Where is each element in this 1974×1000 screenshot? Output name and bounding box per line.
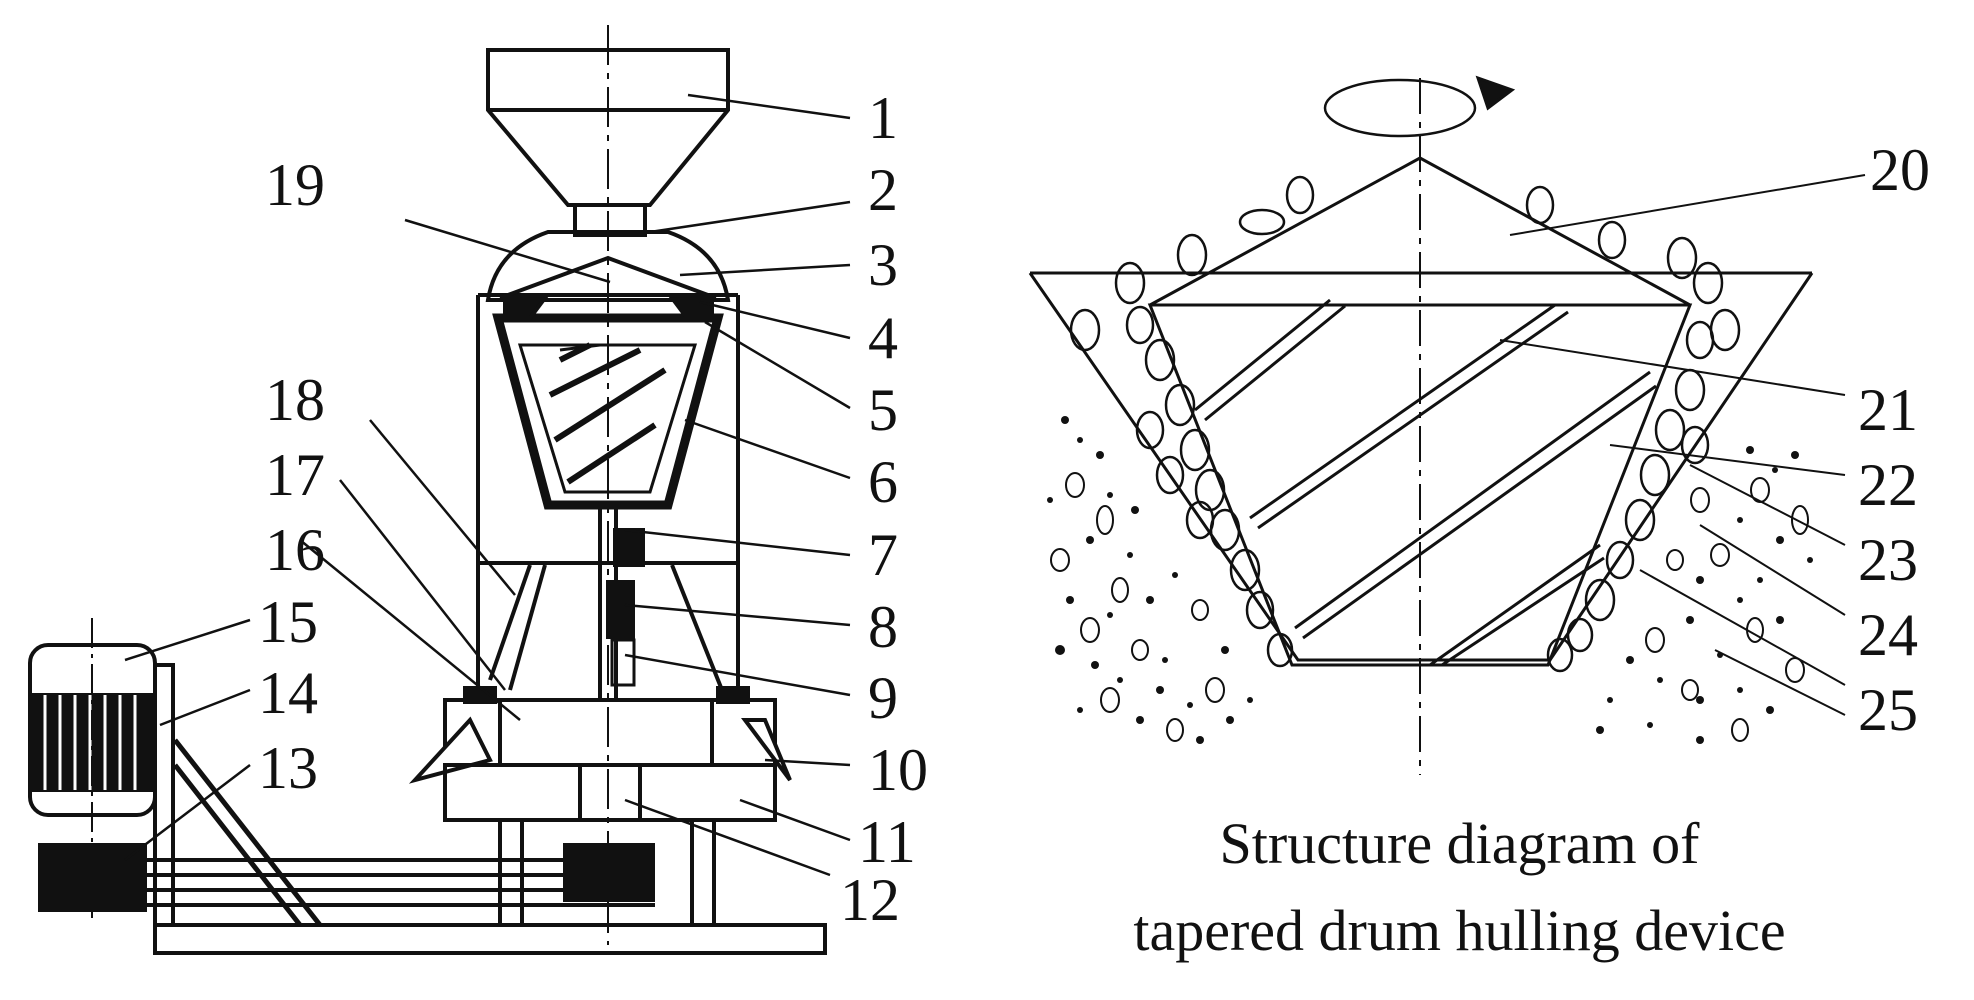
rotation-arrow-icon [1475,75,1516,111]
coupling [613,528,645,567]
callout-15: 15 [258,589,318,655]
callout-25: 25 [1858,677,1918,743]
callout-16: 16 [265,517,325,583]
feed-neck [573,203,647,237]
callout-9: 9 [868,665,898,731]
callout-1: 1 [868,85,898,151]
callout-23: 23 [1858,527,1918,593]
callout-19: 19 [265,152,325,218]
callout-14: 14 [258,660,318,726]
callout-2: 2 [868,157,898,223]
callout-10: 10 [868,737,928,803]
rotation-indicator [1323,78,1477,138]
callout-17: 17 [265,442,325,508]
hull-debris-left [1050,472,1225,742]
callout-20: 20 [1870,137,1930,203]
callout-18: 18 [265,367,325,433]
grain-particles [1069,175,1741,673]
hull-debris-right [1645,477,1809,742]
tapered-shell [492,313,724,510]
callout-24: 24 [1858,602,1918,668]
callout-6: 6 [868,449,898,515]
dome-cover [485,230,731,302]
base-frame [153,923,827,955]
callout-13: 13 [258,735,318,801]
callout-8: 8 [868,594,898,660]
inner-drum [517,343,698,494]
drum-cap [1149,156,1691,307]
callout-21: 21 [1858,377,1918,443]
callout-11: 11 [858,809,916,875]
callout-3: 3 [868,232,898,298]
callout-5: 5 [868,377,898,443]
lower-housing [443,763,777,822]
callout-4: 4 [868,305,898,371]
bearing [606,580,635,639]
callout-7: 7 [868,522,898,588]
figure-caption-line-1: Structure diagram of [1219,811,1700,876]
callout-12: 12 [840,867,900,933]
inner-drum-body [1147,303,1693,667]
figure-caption-line-2: tapered drum hulling device [1133,898,1786,963]
callout-22: 22 [1858,452,1918,518]
